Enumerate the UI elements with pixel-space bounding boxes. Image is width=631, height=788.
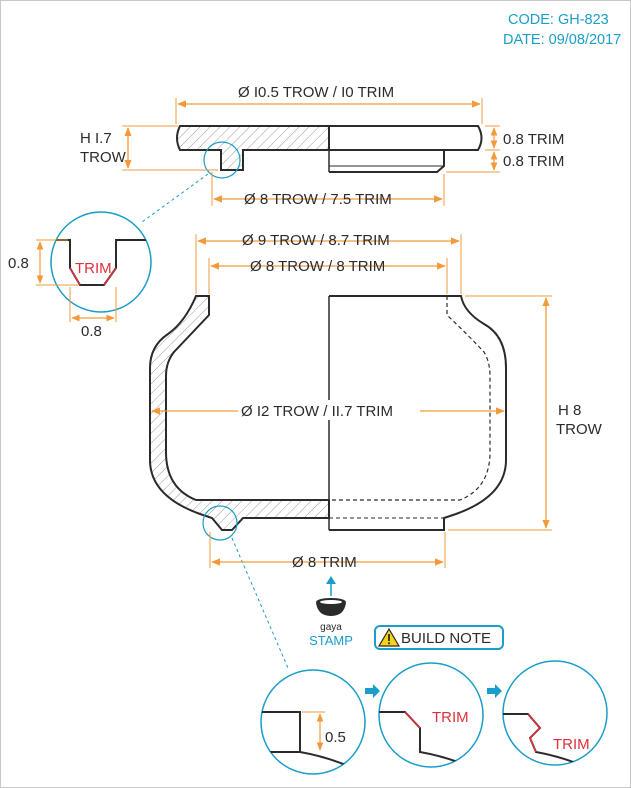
lid-detail-height: 0.8 — [8, 255, 29, 272]
lid-section — [141, 125, 483, 223]
bowl-foot-diameter: Ø 8 TRIM — [292, 554, 357, 571]
stamp-label: STAMP — [309, 633, 353, 648]
lid-height-label: H I.7 — [80, 130, 112, 147]
arrow-right-icon-2 — [487, 684, 502, 698]
stamp-brand: gaya — [320, 622, 342, 633]
lid-detail: TRIM 0.8 0.8 — [8, 211, 152, 340]
build-note-badge[interactable]: BUILD NOTE — [374, 625, 504, 650]
bowl-height-label: H 8 — [558, 402, 581, 419]
bowl-dimensions: Ø 9 TROW / 8.7 TRIM Ø 8 TROW / 8 TRIM Ø … — [151, 232, 603, 571]
step-1-dimension: 0.5 — [325, 729, 346, 746]
step-3-detail: TRIM — [502, 660, 608, 766]
code-label: CODE: GH-823 — [508, 12, 609, 28]
lid-detail-trim-label: TRIM — [75, 260, 112, 277]
build-note-label: BUILD NOTE — [401, 630, 491, 647]
date-label: DATE: 09/08/2017 — [503, 32, 621, 48]
warning-icon — [377, 627, 401, 647]
lid-rim-thickness: 0.8 TRIM — [503, 131, 564, 148]
bowl-height-unit: TROW — [556, 421, 603, 438]
stamp-callout: gaya STAMP — [309, 576, 353, 648]
lid-dimensions: Ø I0.5 TROW / I0 TRIM H I.7 TROW 0.8 TRI… — [80, 84, 564, 208]
bowl-inner-diameter: Ø 8 TROW / 8 TRIM — [250, 258, 385, 275]
lid-detail-width: 0.8 — [81, 323, 102, 340]
bowl-section — [149, 295, 507, 669]
stamp-icon — [316, 598, 346, 616]
step-2-trim-label: TRIM — [432, 709, 469, 726]
arrow-right-icon — [365, 684, 380, 698]
bowl-body-diameter: Ø I2 TROW / II.7 TRIM — [241, 403, 393, 420]
bowl-rim-diameter: Ø 9 TROW / 8.7 TRIM — [242, 232, 390, 249]
step-3-trim-label: TRIM — [553, 736, 590, 753]
lid-flange-thickness: 0.8 TRIM — [503, 153, 564, 170]
lid-height-unit: TROW — [80, 149, 127, 166]
lid-bottom-diameter: Ø 8 TROW / 7.5 TRIM — [244, 191, 392, 208]
lid-top-diameter: Ø I0.5 TROW / I0 TRIM — [238, 84, 394, 101]
step-2-detail: TRIM — [378, 662, 484, 768]
step-1-detail: 0.5 — [260, 669, 366, 775]
